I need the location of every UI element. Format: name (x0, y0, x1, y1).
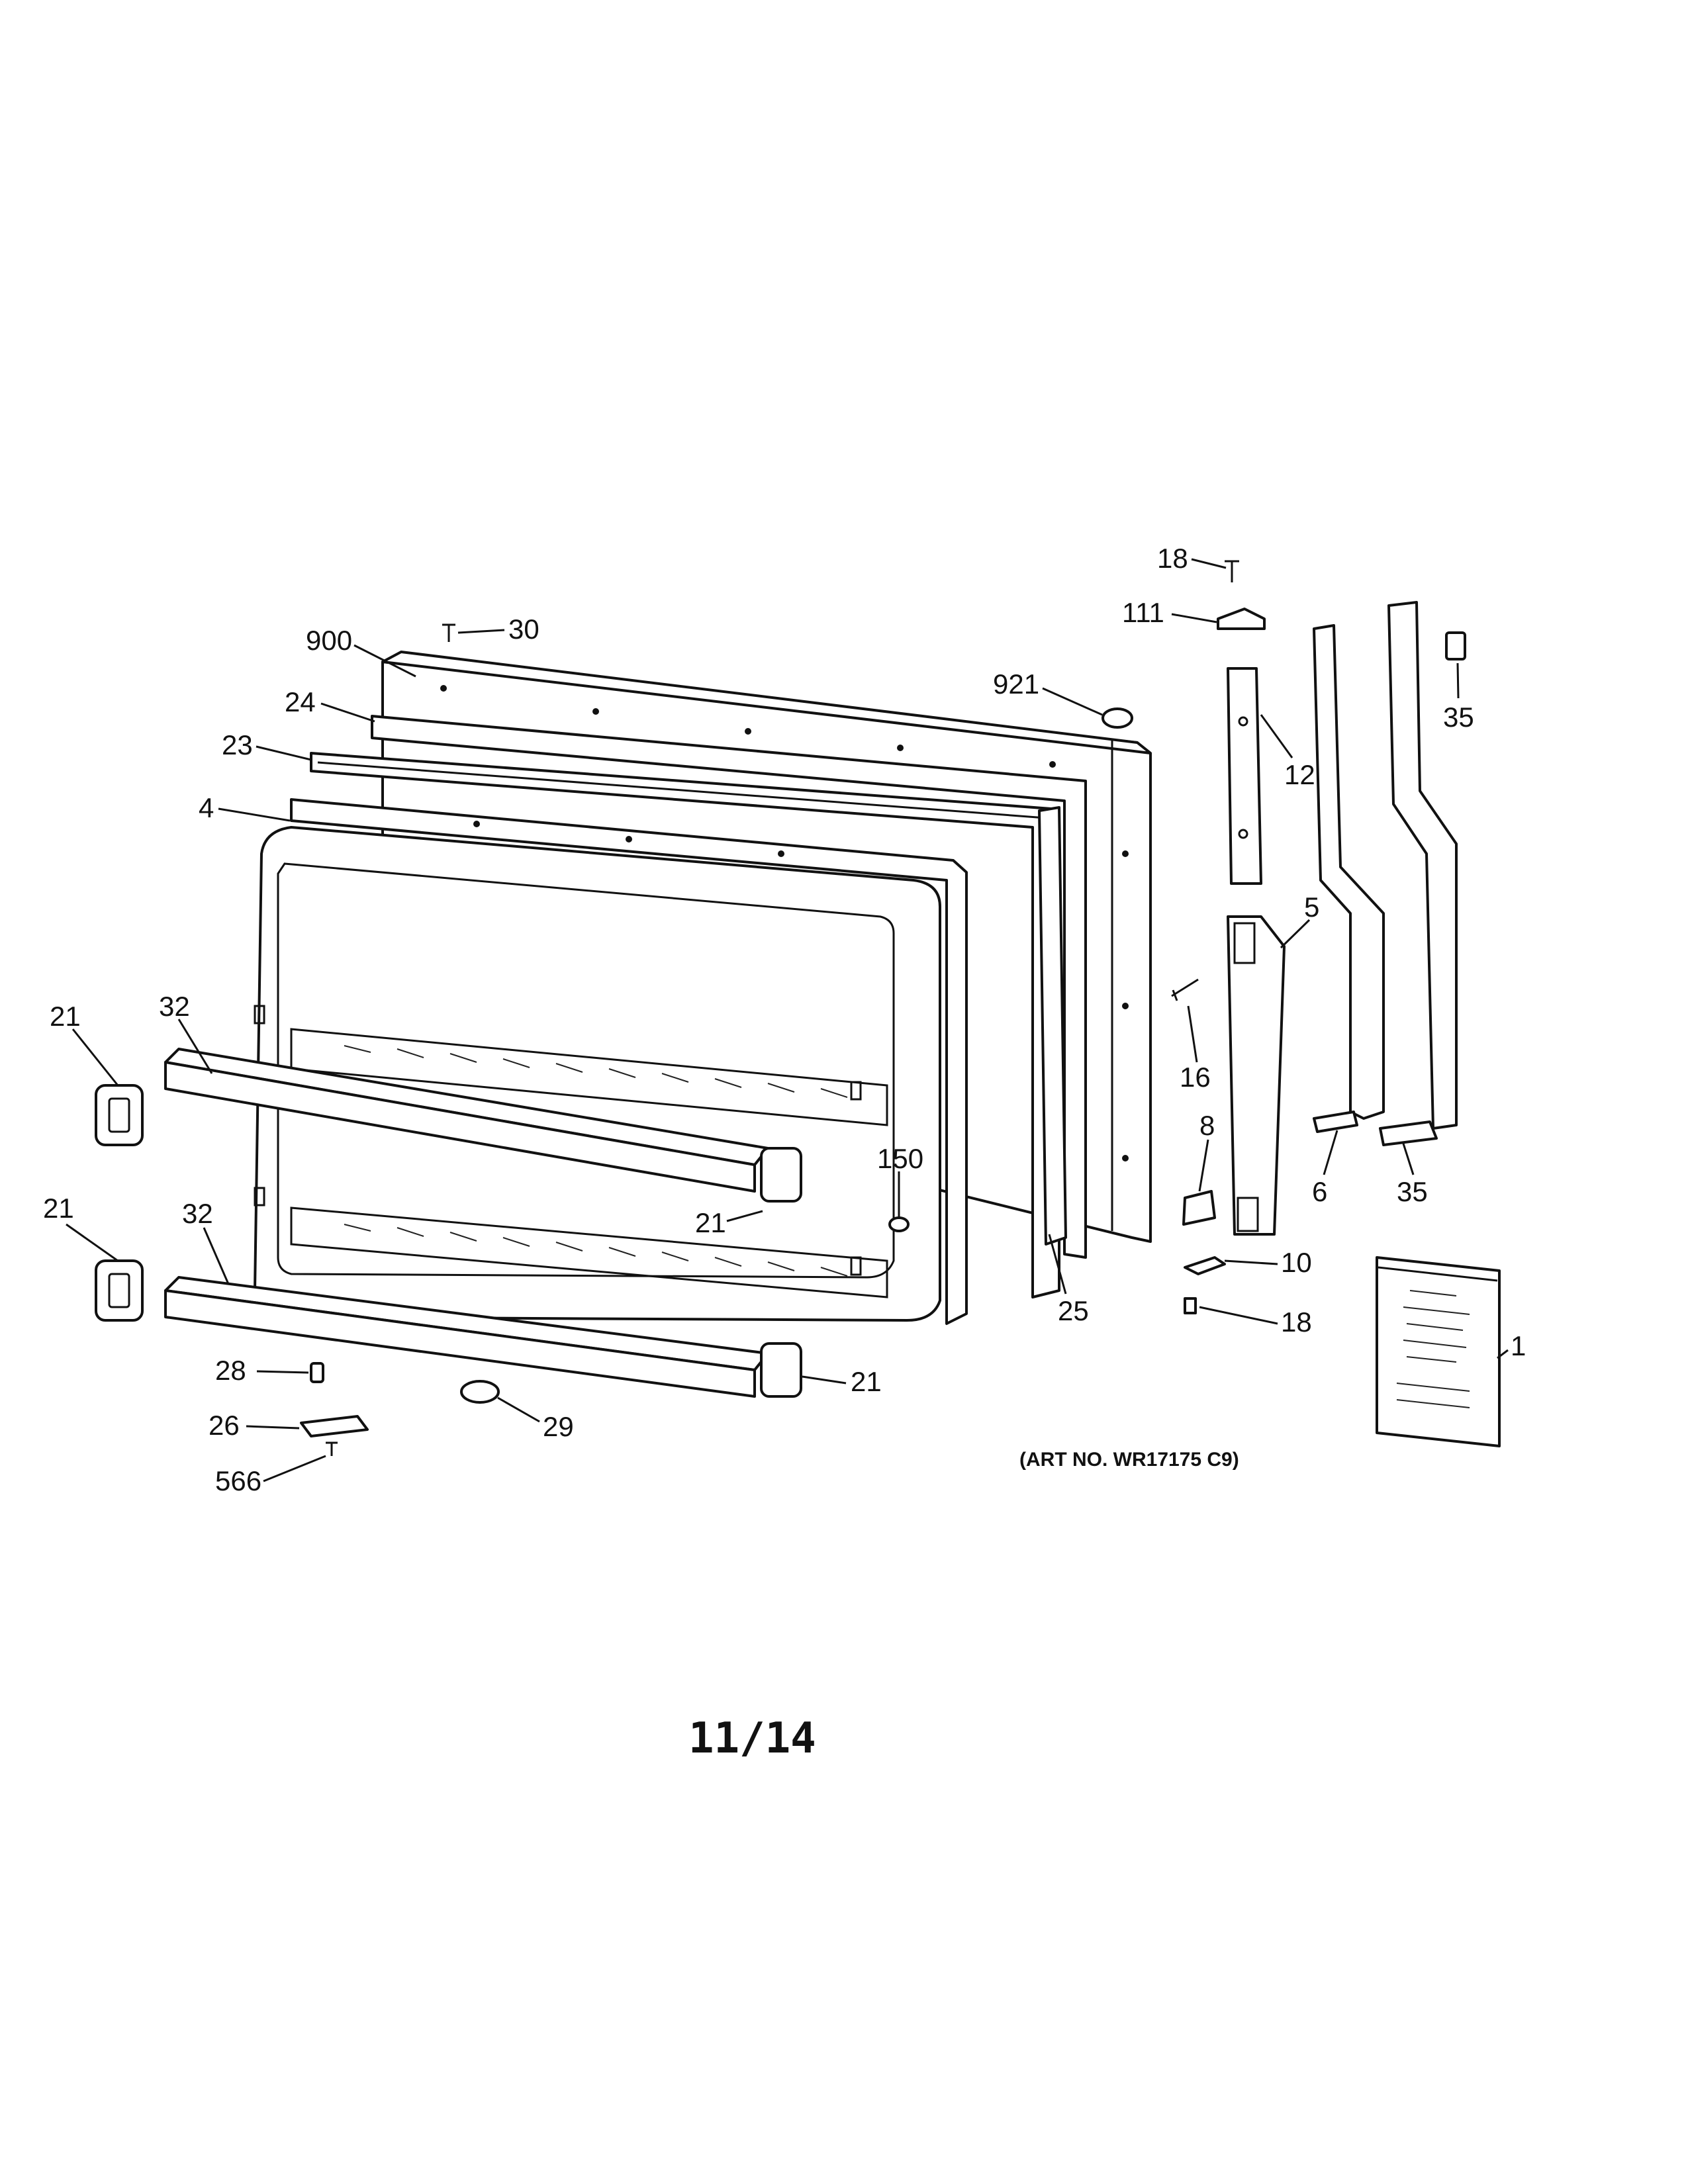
callout-32-lower: 32 (182, 1198, 213, 1229)
callout-921: 921 (993, 668, 1039, 700)
callout-24: 24 (285, 686, 316, 717)
callout-25: 25 (1058, 1295, 1089, 1326)
callout-labels: 18 111 30 900 921 35 24 12 23 4 5 21 32 … (43, 543, 1526, 1496)
end-cap-upper-right (760, 1147, 802, 1203)
screw-18-top (1225, 560, 1239, 582)
callout-21-lower-right: 21 (851, 1366, 882, 1397)
callout-8: 8 (1199, 1110, 1215, 1141)
plug-150 (888, 1216, 910, 1232)
callout-6: 6 (1312, 1176, 1327, 1207)
leader-lines (66, 558, 1509, 1482)
door-gasket (371, 715, 1087, 1259)
door-handle-strip-35 (1379, 601, 1458, 1146)
plug-921 (1102, 707, 1133, 729)
callout-21-lower-left: 21 (43, 1193, 74, 1224)
callout-16: 16 (1180, 1062, 1211, 1093)
end-cap-lower-left (95, 1259, 144, 1322)
callout-26: 26 (209, 1410, 240, 1441)
screw-16 (1171, 978, 1199, 1001)
callout-5: 5 (1304, 891, 1319, 923)
callout-900: 900 (306, 625, 352, 656)
end-cap-upper-left (95, 1084, 144, 1146)
screw-566 (326, 1441, 338, 1456)
inner-frame-4 (290, 798, 968, 1325)
page-number: 11/14 (688, 1714, 816, 1763)
callout-30: 30 (508, 614, 539, 645)
screw-28 (310, 1362, 324, 1383)
booklet-1 (1376, 1256, 1501, 1447)
callout-10: 10 (1281, 1247, 1312, 1278)
trim-35-small (1445, 631, 1466, 660)
hinge-plate-26 (300, 1415, 369, 1437)
screw-30 (442, 623, 455, 642)
callout-566: 566 (215, 1465, 261, 1496)
part-10 (1184, 1256, 1226, 1275)
callout-29: 29 (543, 1411, 574, 1442)
callout-28: 28 (215, 1355, 246, 1386)
hinge-cover-111 (1217, 608, 1266, 630)
screw-18-bottom (1184, 1297, 1197, 1314)
callout-21-upper-right: 21 (695, 1207, 726, 1238)
hinge-bracket-12 (1227, 667, 1262, 885)
door-handle-strip-6 (1313, 624, 1385, 1133)
callout-4: 4 (199, 792, 214, 823)
part-8 (1182, 1190, 1216, 1226)
end-cap-lower-right (760, 1342, 802, 1398)
callout-21-upper-left: 21 (50, 1001, 81, 1032)
shelf-bar-lower (164, 1276, 769, 1398)
callout-18-bottom: 18 (1281, 1306, 1312, 1338)
inner-door-liner (254, 826, 941, 1322)
hinge-channel-5 (1227, 915, 1286, 1236)
art-number: (ART NO. WR17175 C9) (1019, 1449, 1239, 1471)
callout-12: 12 (1284, 759, 1315, 790)
callout-1: 1 (1511, 1330, 1526, 1361)
callout-32-upper: 32 (159, 991, 190, 1022)
gasket-25 (1038, 806, 1067, 1246)
callout-35-top: 35 (1443, 702, 1474, 733)
callout-23: 23 (222, 729, 253, 760)
callout-18-top: 18 (1157, 543, 1188, 574)
plug-29 (460, 1380, 500, 1404)
shelf-bar-upper (164, 1048, 769, 1193)
callout-35-bottom: 35 (1397, 1176, 1428, 1207)
callout-111: 111 (1122, 597, 1164, 628)
callout-150: 150 (877, 1143, 923, 1174)
